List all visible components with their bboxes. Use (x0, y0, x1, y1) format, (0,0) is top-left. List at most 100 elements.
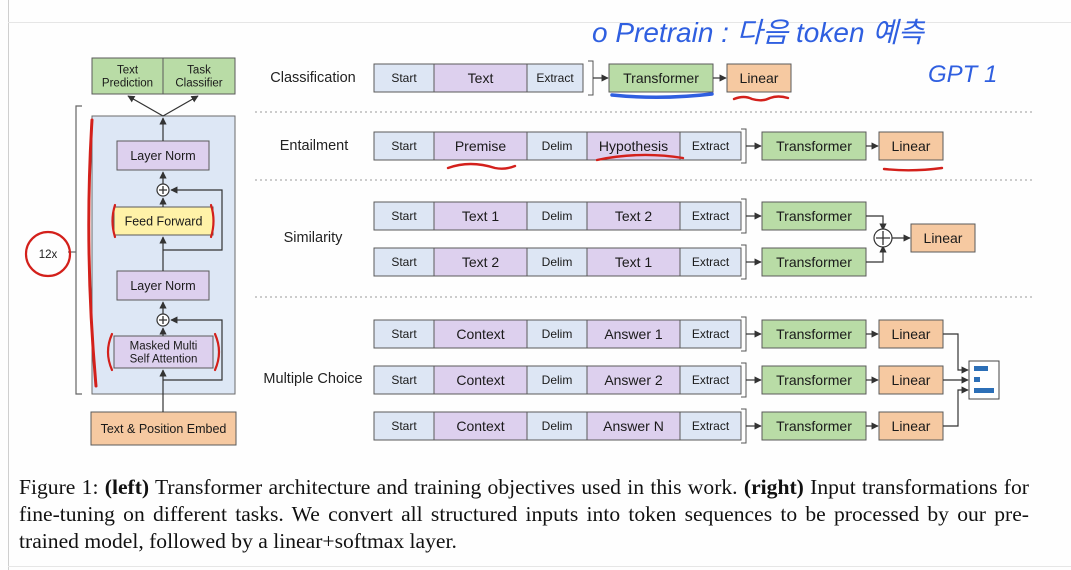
mc-row-1-transformer-box: Transformer (761, 365, 867, 395)
similarity-row-1-token-4-label: Extract (692, 255, 730, 269)
similarity-row-0-token-0-rect (373, 201, 435, 231)
similarity-add (873, 228, 893, 248)
handwritten-note-line1: o Pretrain : 다음 token 예측 (592, 17, 926, 48)
classification-linear-box: Linear (726, 63, 792, 93)
mc-row-2-token-4-label: Extract (692, 419, 730, 433)
annotation-underline-premise (446, 162, 517, 170)
mc-row-1-token-1-label: Context (456, 372, 504, 388)
entailment-token-1-rect (433, 131, 528, 161)
caption-suffix: Input transformations for fine-tuning on… (19, 475, 1029, 553)
softmax-bar-1 (974, 366, 988, 371)
annotation-paren-ff-left (111, 203, 117, 239)
residual-add-top (156, 183, 170, 197)
mc-row-2-token-0: Start (373, 411, 435, 441)
layer-norm-top-box: Layer Norm (116, 140, 210, 171)
entailment-linear-box-rect (878, 131, 944, 161)
mc-row-1-token-0-label: Start (391, 373, 417, 387)
feed-forward-box: Feed Forward (113, 206, 214, 236)
skip-connection-attn (163, 316, 223, 381)
annotation-paren-attn-left (106, 332, 114, 372)
residual-add-mid-cross (159, 316, 167, 324)
mc-row-0-token-3-label: Answer 1 (604, 326, 663, 342)
annotation-paren-ff-right (209, 203, 215, 239)
mc-row-0-token-4-label: Extract (692, 327, 730, 341)
task-classifier-box-label: Task (187, 64, 211, 76)
page-edge-bottom (8, 566, 1071, 567)
classification-linear-box-rect (726, 63, 792, 93)
mc-row-2-transformer-box-label: Transformer (776, 418, 852, 434)
handwritten-note-line2: GPT 1 (928, 61, 997, 88)
task-classifier-box-label: Classifier (175, 78, 222, 90)
mc-row-0-token-4-rect (679, 319, 742, 349)
classification-token-0-rect (373, 63, 435, 93)
similarity-merge-bottom (866, 245, 887, 263)
mc-row-2-token-4: Extract (679, 411, 742, 441)
annotation-bracket-block (87, 118, 98, 388)
mc-row-2-token-2-label: Delim (542, 419, 573, 433)
mc-row-1-token-0: Start (373, 365, 435, 395)
masked-attention-box-label: Self Attention (130, 354, 198, 366)
mc-row-0-token-2: Delim (526, 319, 588, 349)
mc-row-2-token-4-rect (679, 411, 742, 441)
entailment-token-4-rect (679, 131, 742, 161)
mc-row-0-token-0-label: Start (391, 327, 417, 341)
masked-attention-box-label: Masked Multi (130, 340, 198, 352)
mc-row-0-token-2-label: Delim (542, 327, 573, 341)
classification-token-2-label: Extract (536, 71, 574, 85)
entailment-token-1: Premise (433, 131, 528, 161)
similarity-row-0-transformer-box-label: Transformer (776, 208, 852, 224)
mc-row-1-token-2: Delim (526, 365, 588, 395)
mc-row-0-token-0-rect (373, 319, 435, 349)
mc-row-0-token-1: Context (433, 319, 528, 349)
text-prediction-box-label: Prediction (102, 78, 153, 90)
similarity-row-0-token-1: Text 1 (433, 201, 528, 231)
annotation-circle-12x (24, 230, 72, 278)
page-edge-top (8, 22, 1071, 23)
mc-row-1-bracket (741, 362, 747, 398)
mc-row-0-token-1-label: Context (456, 326, 504, 342)
similarity-row-0-token-4: Extract (679, 201, 742, 231)
entailment-transformer-box-label: Transformer (776, 138, 852, 154)
similarity-merge-top (866, 215, 887, 231)
mc-row-0-linear-box: Linear (878, 319, 944, 349)
classification-token-1: Text (433, 63, 528, 93)
classification-transformer-box-label: Transformer (623, 70, 699, 86)
entailment-token-1-label: Premise (455, 138, 507, 154)
similarity-row-1-token-1-label: Text 2 (462, 254, 500, 270)
classification-transformer-box: Transformer (608, 63, 714, 93)
mc-row-0-bracket (741, 316, 747, 352)
mc-row-2-token-3-label: Answer N (603, 418, 664, 434)
layer-norm-top-box-label: Layer Norm (130, 149, 195, 163)
similarity-row-0-token-3-rect (586, 201, 681, 231)
similarity-row-1-transformer-box: Transformer (761, 247, 867, 277)
entailment-token-0: Start (373, 131, 435, 161)
classification-transformer-box-rect (608, 63, 714, 93)
mc-row-2-transformer-box-rect (761, 411, 867, 441)
classification-token-2: Extract (526, 63, 584, 93)
similarity-row-0-bracket (741, 198, 747, 234)
mc-row-2-token-2-rect (526, 411, 588, 441)
similarity-row-0-token-1-rect (433, 201, 528, 231)
task-label-entailment: Entailment (280, 138, 349, 154)
classification-token-1-rect (433, 63, 528, 93)
mc-row-0-token-0: Start (373, 319, 435, 349)
similarity-row-0-transformer-box-rect (761, 201, 867, 231)
mc-row-2-token-3: Answer N (586, 411, 681, 441)
similarity-row-1-token-3-rect (586, 247, 681, 277)
page-edge-left (8, 0, 9, 570)
similarity-row-1-token-2-rect (526, 247, 588, 277)
entailment-token-3-label: Hypothesis (599, 138, 668, 154)
classification-token-0: Start (373, 63, 435, 93)
entailment-token-2: Delim (526, 131, 588, 161)
mc-row-1-linear-box-label: Linear (892, 372, 931, 388)
similarity-add-cross (876, 231, 890, 245)
entailment-bracket (741, 128, 747, 164)
entailment-linear-box-label: Linear (892, 138, 931, 154)
similarity-row-0-token-2: Delim (526, 201, 588, 231)
mc-row-1-token-4-label: Extract (692, 373, 730, 387)
residual-add-top-cross (159, 186, 167, 194)
similarity-row-1-token-3-label: Text 1 (615, 254, 653, 270)
